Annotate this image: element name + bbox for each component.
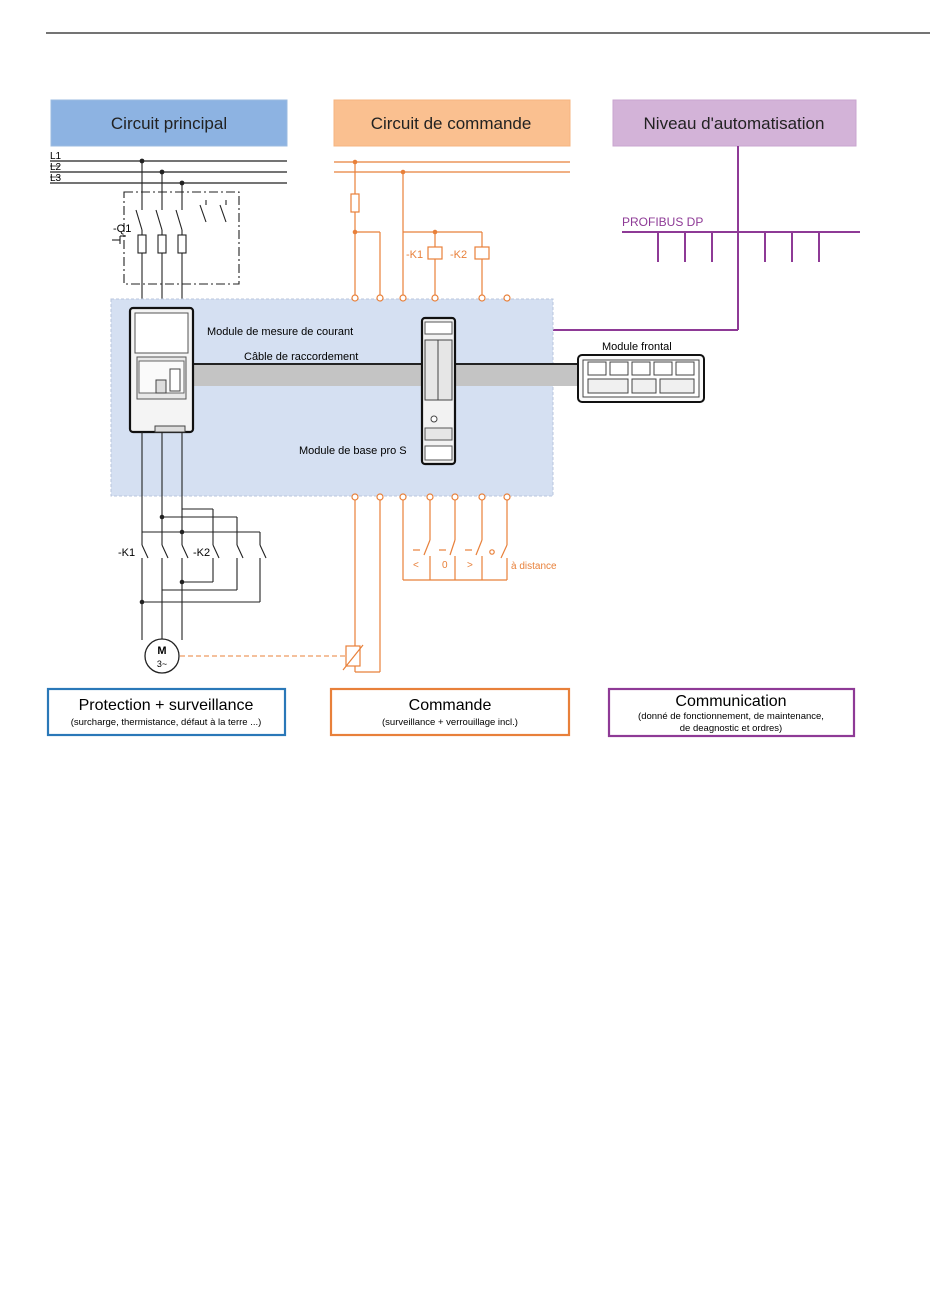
button-zero-label: 0: [442, 560, 448, 571]
label-front-module: Module frontal: [602, 341, 672, 353]
label-l2: L2: [50, 162, 62, 173]
footer-command-title: Commande: [409, 697, 492, 714]
label-base-module: Module de base pro S: [299, 445, 407, 457]
header-automation-level: Niveau d'automatisation: [612, 99, 857, 147]
label-q1: -Q1: [113, 223, 131, 235]
footer-communication: Communication (donné de fonctionnement, …: [607, 687, 856, 738]
motor-wiring: [141, 432, 267, 640]
motor-label-m: M: [157, 645, 166, 657]
current-measuring-module: [128, 306, 195, 434]
button-more-label: >: [467, 560, 473, 571]
motor-junction-dots: [139, 514, 185, 605]
cable-band: [193, 364, 578, 386]
phase-junction-dots: [139, 158, 185, 186]
label-l1: L1: [50, 151, 62, 162]
button-less-label: <: [413, 560, 419, 571]
footer-comm-sub1: (donné de fonctionnement, de maintenance…: [638, 711, 824, 722]
label-cable: Câble de raccordement: [244, 351, 358, 363]
footer-command: Commande (surveillance + verrouillage in…: [329, 687, 571, 737]
label-current-module: Module de mesure de courant: [207, 326, 353, 338]
header-control-label: Circuit de commande: [371, 114, 532, 133]
header-main-label: Circuit principal: [111, 114, 227, 133]
header-automation-label: Niveau d'automatisation: [644, 114, 825, 133]
motor-label-3phase: 3~: [157, 659, 167, 669]
label-l3: L3: [50, 173, 62, 184]
footer-comm-title: Communication: [675, 693, 786, 710]
base-module-device: [420, 316, 457, 466]
label-profibus: PROFIBUS DP: [622, 215, 703, 229]
footer-protection: Protection + surveillance (surcharge, th…: [46, 687, 287, 737]
label-k2-coil: -K2: [450, 249, 467, 261]
control-lower-wiring: [342, 500, 508, 673]
control-junction-dots: [352, 159, 438, 235]
motor: [144, 638, 180, 674]
footer-command-sub: (surveillance + verrouillage incl.): [382, 717, 518, 728]
label-k1-contact: -K1: [118, 547, 135, 559]
control-supply-lines: [334, 161, 570, 296]
label-k1-coil: -K1: [406, 249, 423, 261]
footer-protection-sub: (surcharge, thermistance, défaut à la te…: [71, 717, 262, 728]
footer-comm-sub2: de deagnostic et ordres): [680, 723, 782, 734]
footer-protection-title: Protection + surveillance: [79, 697, 254, 714]
header-control-circuit: Circuit de commande: [333, 99, 571, 147]
panel-terminals: [351, 294, 511, 501]
label-remote: à distance: [511, 561, 557, 572]
phase-lines: [50, 160, 287, 184]
header-main-circuit: Circuit principal: [50, 99, 288, 147]
front-module-device: [577, 354, 705, 403]
label-k2-contact: -K2: [193, 547, 210, 559]
